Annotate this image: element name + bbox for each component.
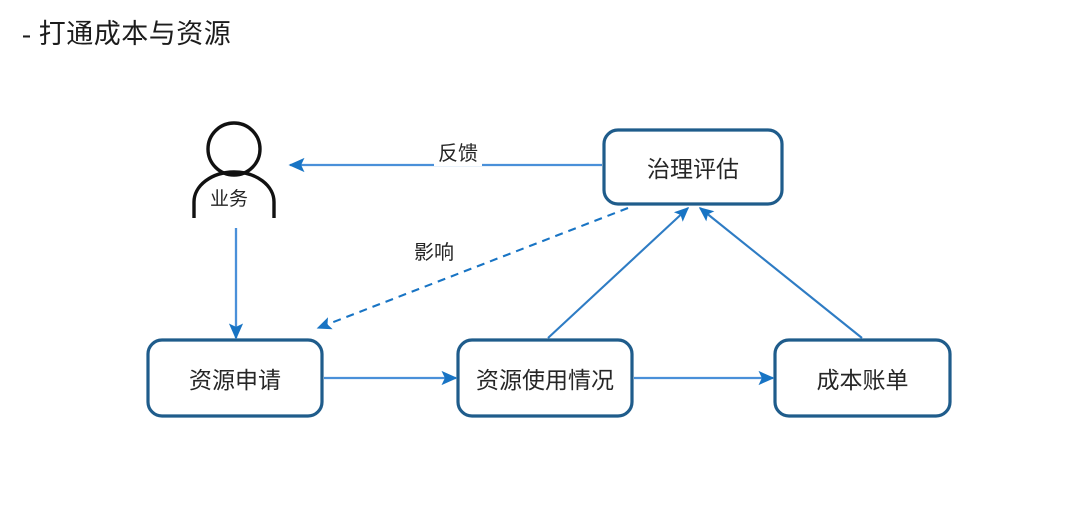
node-cost-bill[interactable] bbox=[775, 340, 950, 416]
edge-bill-to-governance-line bbox=[698, 207, 863, 339]
edge-usage-to-governance-line bbox=[547, 206, 690, 339]
node-resource-application[interactable] bbox=[148, 340, 322, 416]
page-title: - 打通成本与资源 bbox=[22, 19, 232, 49]
business-actor-figure bbox=[192, 121, 276, 218]
node-resource-usage[interactable] bbox=[458, 340, 632, 416]
business-actor-label: 业务 bbox=[210, 189, 249, 210]
edge-feedback-label: 反馈 bbox=[434, 137, 482, 166]
node-governance-evaluation[interactable] bbox=[604, 130, 782, 204]
node-cost-bill-box[interactable] bbox=[773, 338, 952, 418]
edge-impact-line bbox=[316, 207, 629, 330]
business-actor[interactable] bbox=[192, 120, 278, 220]
node-resource-usage-box[interactable] bbox=[456, 338, 634, 418]
node-resource-application-box[interactable] bbox=[146, 338, 324, 418]
node-governance-evaluation-box[interactable] bbox=[602, 128, 784, 206]
edge-impact-label: 影响 bbox=[410, 236, 458, 265]
